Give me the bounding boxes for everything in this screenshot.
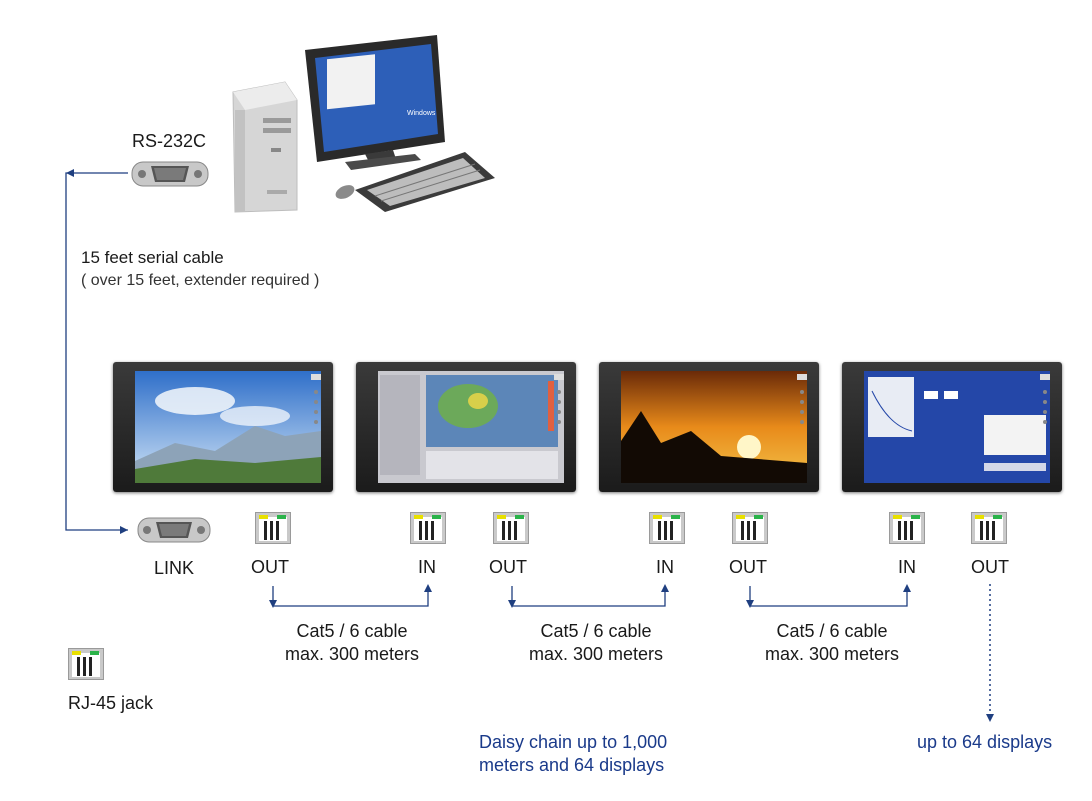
cat5-line-3	[749, 586, 908, 607]
cable-type: Cat5 / 6 cable	[540, 621, 652, 641]
rj45-legend-label: RJ-45 jack	[68, 693, 154, 713]
monitor-screen-text: Windows	[407, 110, 436, 117]
computer-tower-icon	[232, 81, 298, 213]
landscape-screen	[135, 371, 321, 483]
weather-map-screen	[378, 371, 564, 483]
serial-cable-note: ( over 15 feet, extender required )	[81, 272, 320, 289]
cable-length: max. 300 meters	[528, 644, 664, 664]
up-to-displays-label: up to 64 displays	[917, 732, 1053, 752]
in-label-1: IN	[418, 557, 436, 577]
rack-display-3	[599, 362, 819, 492]
cable-type: Cat5 / 6 cable	[296, 621, 408, 641]
out-label-1: OUT	[251, 557, 289, 577]
keyboard-icon	[355, 152, 495, 212]
cat5-line-1	[272, 586, 429, 607]
serial-cable-label: 15 feet serial cable	[81, 248, 224, 267]
rj45-jack-icon	[971, 512, 1007, 544]
out-label-4: OUT	[971, 557, 1009, 577]
lcd-monitor-icon: Windows	[305, 35, 445, 170]
daisy-chain-line1: Daisy chain up to 1,000	[479, 732, 668, 752]
out-label-2: OUT	[489, 557, 527, 577]
rj45-jack-icon	[732, 512, 768, 544]
link-db9-connector-icon	[137, 517, 211, 543]
cable-length: max. 300 meters	[764, 644, 900, 664]
rack-display-2	[356, 362, 576, 492]
db9-connector-icon	[131, 161, 209, 187]
cable-label-2: Cat5 / 6 cable max. 300 meters	[508, 620, 684, 666]
cable-type: Cat5 / 6 cable	[776, 621, 888, 641]
sunset-screen	[621, 371, 807, 483]
pc-illustration: Windows	[232, 35, 495, 213]
serial-cable-line	[65, 172, 128, 531]
rack-display-icon	[311, 374, 321, 424]
rj45-jack-icon	[410, 512, 446, 544]
rj45-legend-icon	[68, 648, 104, 680]
cable-label-1: Cat5 / 6 cable max. 300 meters	[264, 620, 440, 666]
cat5-line-2	[511, 586, 666, 607]
cable-length: max. 300 meters	[284, 644, 420, 664]
link-label: LINK	[154, 558, 195, 578]
mouse-icon	[335, 185, 355, 199]
daisy-chain-line2: meters and 64 displays	[479, 755, 665, 775]
out-label-3: OUT	[729, 557, 767, 577]
rs232c-label: RS-232C	[132, 131, 207, 151]
in-label-3: IN	[898, 557, 916, 577]
software-screen	[864, 371, 1050, 483]
rj45-jack-icon	[889, 512, 925, 544]
in-label-2: IN	[656, 557, 674, 577]
cable-label-3: Cat5 / 6 cable max. 300 meters	[744, 620, 920, 666]
rack-display-4	[842, 362, 1062, 492]
rj45-jack-icon	[255, 512, 291, 544]
rj45-jack-icon	[493, 512, 529, 544]
rack-display-1	[113, 362, 333, 492]
rj45-jack-icon	[649, 512, 685, 544]
